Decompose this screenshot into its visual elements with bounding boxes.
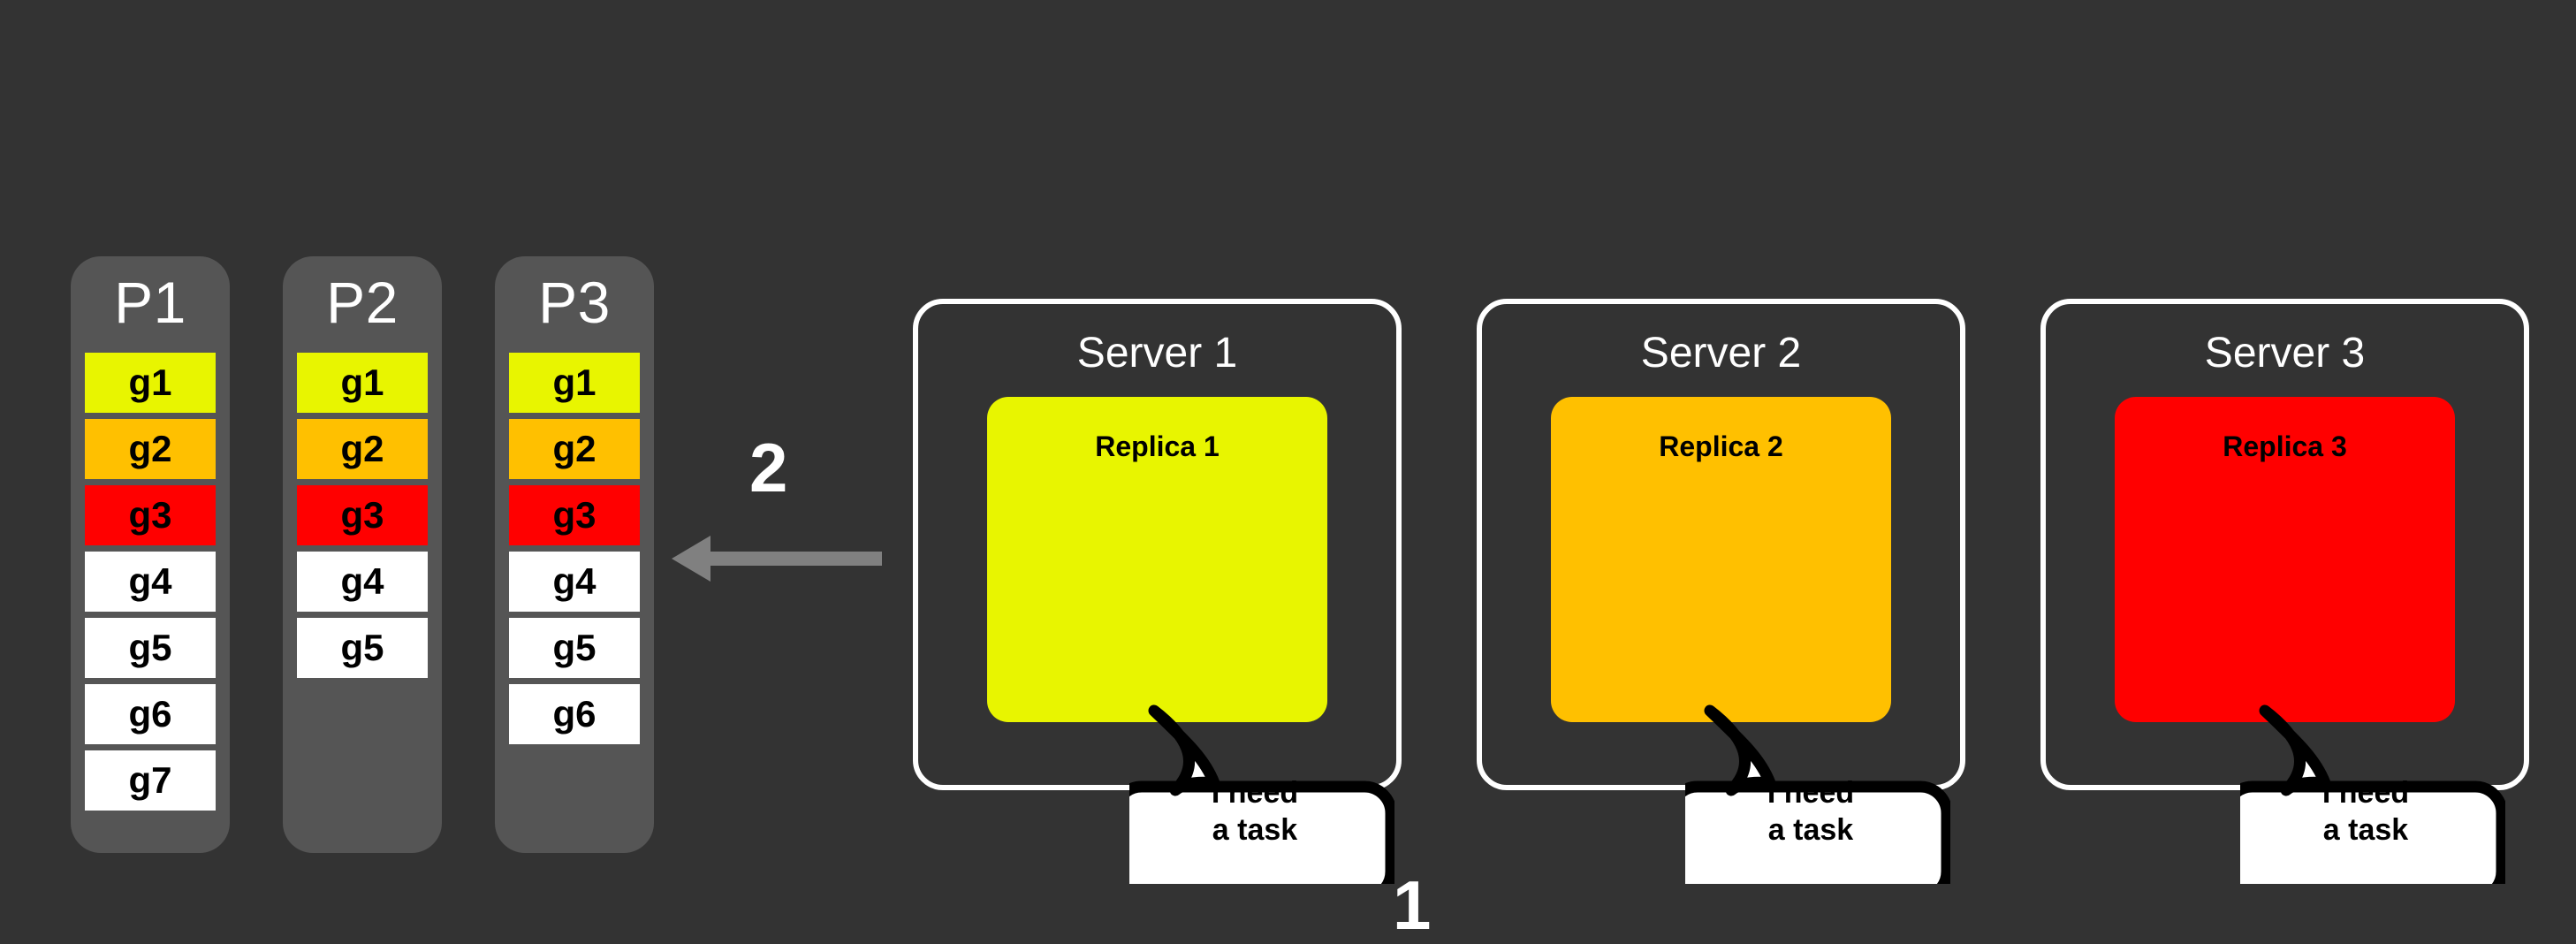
arrow-left-icon (672, 536, 882, 582)
server-title: Server 3 (2204, 330, 2366, 377)
partition-column-p1[interactable]: P1 g1 g2 g3 g4 g5 g6 g7 (71, 256, 230, 853)
task-chip-label: g6 (552, 693, 597, 735)
speech-bubble-server-3: I need a task (2240, 704, 2505, 884)
task-chip-label: g4 (552, 560, 597, 603)
server-title: Server 2 (1640, 330, 1802, 377)
task-chip-label: g5 (340, 627, 384, 669)
replica-label: Replica 1 (1095, 430, 1220, 462)
task-chip[interactable]: g1 (509, 353, 640, 414)
step-1-label: 1 (1393, 866, 1432, 944)
replica-box-3[interactable]: Replica 3 (2115, 396, 2455, 722)
task-chip-label: g3 (128, 494, 172, 537)
task-chip-list: g1 g2 g3 g4 g5 (297, 353, 428, 679)
task-chip[interactable]: g3 (509, 485, 640, 546)
task-chip[interactable]: g2 (297, 419, 428, 480)
server-panel-1[interactable]: Server 1 Replica 1 (913, 299, 1402, 790)
speech-bubble-server-1: I need a task (1129, 704, 1394, 884)
task-chip-label: g4 (128, 560, 172, 603)
replica-box-1[interactable]: Replica 1 (987, 396, 1327, 722)
partition-column-p3[interactable]: P3 g1 g2 g3 g4 g5 g6 (495, 256, 654, 853)
replica-box-2[interactable]: Replica 2 (1551, 396, 1891, 722)
task-chip[interactable]: g5 (297, 618, 428, 679)
task-chip-label: g1 (128, 362, 172, 404)
task-chip[interactable]: g4 (85, 552, 216, 613)
task-chip[interactable]: g3 (297, 485, 428, 546)
task-chip[interactable]: g2 (509, 419, 640, 480)
task-chip-label: g2 (128, 428, 172, 470)
task-chip-list: g1 g2 g3 g4 g5 g6 (509, 353, 640, 745)
speech-bubble-icon (1129, 704, 1394, 884)
task-chip[interactable]: g2 (85, 419, 216, 480)
task-chip-label: g2 (340, 428, 384, 470)
task-chip-label: g1 (340, 362, 384, 404)
speech-bubble-icon (1685, 704, 1950, 884)
assignment-arrow-group: 2 (672, 433, 893, 601)
task-chip-label: g6 (128, 693, 172, 735)
task-chip-label: g1 (552, 362, 597, 404)
task-chip[interactable]: g3 (85, 485, 216, 546)
task-chip-label: g5 (552, 627, 597, 669)
task-chip[interactable]: g6 (509, 684, 640, 745)
task-chip[interactable]: g4 (509, 552, 640, 613)
task-chip-label: g5 (128, 627, 172, 669)
task-chip[interactable]: g1 (85, 353, 216, 414)
task-chip[interactable]: g5 (85, 618, 216, 679)
task-chip-list: g1 g2 g3 g4 g5 g6 g7 (85, 353, 216, 811)
partition-group: P1 g1 g2 g3 g4 g5 g6 g7 P2 g1 g2 g3 g4 g… (71, 256, 654, 853)
task-chip-label: g3 (340, 494, 384, 537)
speech-bubble-icon (2240, 704, 2505, 884)
task-chip-label: g7 (128, 759, 172, 802)
task-chip[interactable]: g7 (85, 750, 216, 811)
server-panel-3[interactable]: Server 3 Replica 3 (2040, 299, 2529, 790)
server-title: Server 1 (1076, 330, 1238, 377)
task-chip-label: g4 (340, 560, 384, 603)
partition-title: P1 (114, 270, 186, 335)
task-chip[interactable]: g4 (297, 552, 428, 613)
task-chip-label: g3 (552, 494, 597, 537)
partition-title: P2 (326, 270, 399, 335)
step-2-label: 2 (749, 429, 788, 506)
replica-label: Replica 3 (2223, 430, 2347, 462)
task-chip[interactable]: g1 (297, 353, 428, 414)
task-chip[interactable]: g6 (85, 684, 216, 745)
partition-title: P3 (538, 270, 611, 335)
partition-column-p2[interactable]: P2 g1 g2 g3 g4 g5 (283, 256, 442, 853)
task-chip[interactable]: g5 (509, 618, 640, 679)
task-chip-label: g2 (552, 428, 597, 470)
speech-bubble-server-2: I need a task (1685, 704, 1950, 884)
replica-label: Replica 2 (1659, 430, 1783, 462)
